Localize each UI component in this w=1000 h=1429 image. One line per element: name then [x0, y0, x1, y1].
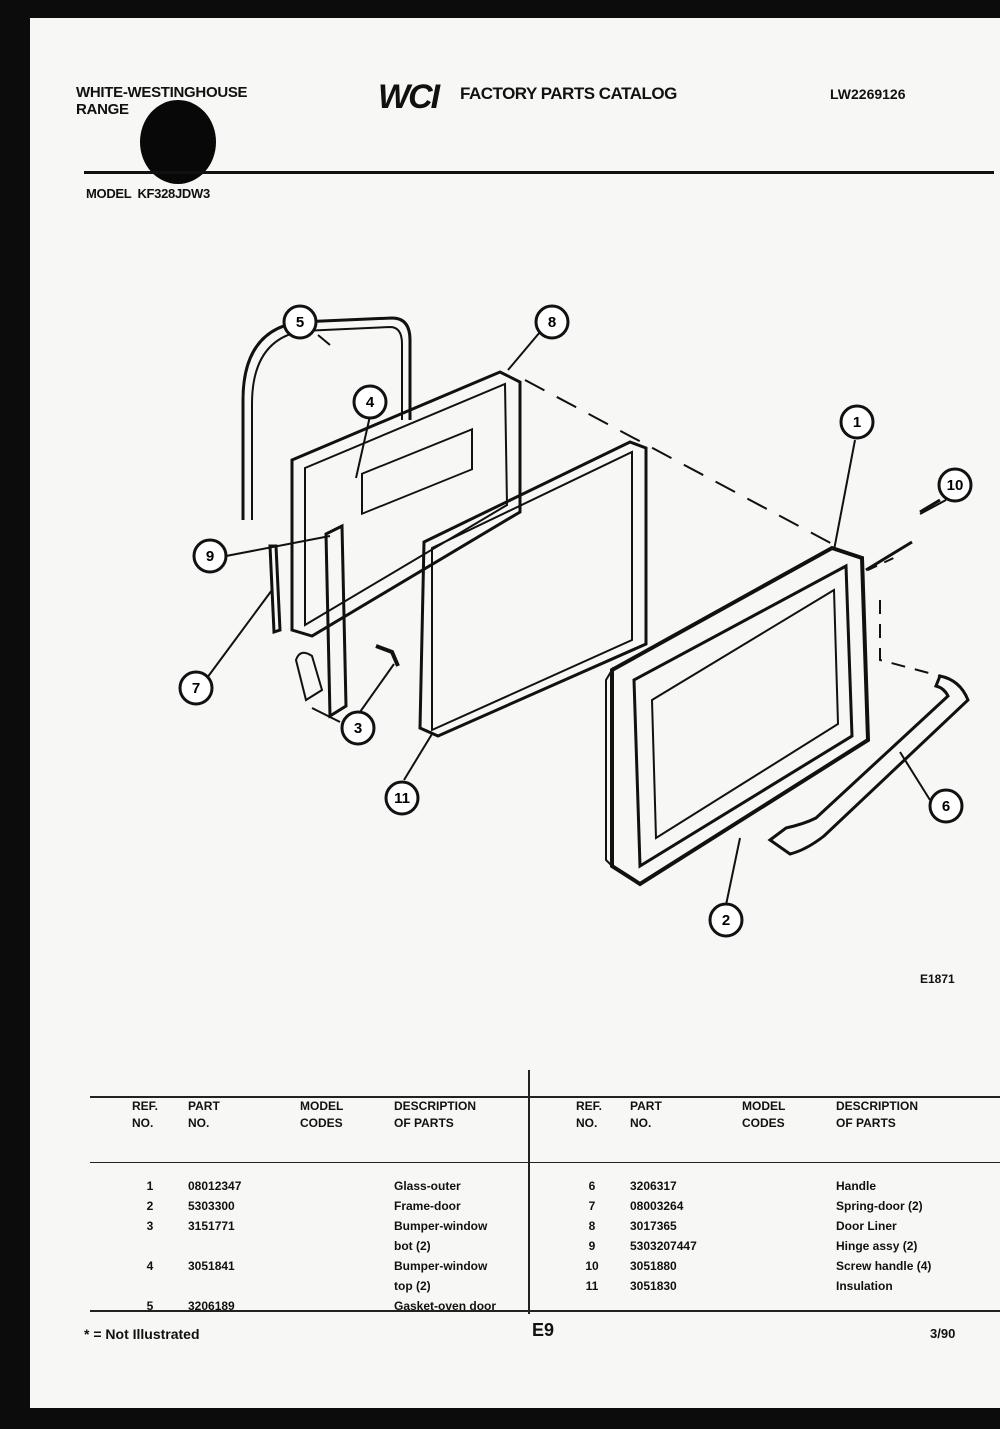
brand-heading: WHITE-WESTINGHOUSE RANGE — [76, 84, 248, 118]
parts-row-ref: 8 — [588, 1219, 596, 1233]
parts-row-part: 08003264 — [630, 1199, 684, 1213]
diagram-id: E1871 — [920, 972, 955, 986]
parts-row-desc: top (2) — [394, 1279, 431, 1293]
callout-8: 8 — [534, 304, 570, 340]
svg-text:11: 11 — [394, 790, 410, 807]
parts-row-desc: Handle — [836, 1179, 877, 1193]
parts-row-ref: 5 — [146, 1299, 154, 1313]
parts-row-ref: 6 — [588, 1179, 596, 1193]
svg-text:4: 4 — [366, 394, 375, 411]
not-illustrated-note: * = Not Illustrated — [84, 1326, 200, 1342]
parts-row-part: 3051841 — [188, 1259, 235, 1273]
parts-row-part: 3206189 — [188, 1299, 235, 1313]
table-top-rule — [90, 1096, 1000, 1098]
parts-row-ref: 1 — [146, 1179, 154, 1193]
handle-part — [767, 674, 970, 856]
door-frame-part — [610, 545, 871, 887]
parts-row-desc: Hinge assy (2) — [836, 1239, 918, 1253]
parts-row-ref: 7 — [588, 1199, 596, 1213]
parts-row-desc: Bumper-window — [394, 1259, 488, 1273]
page-number: E9 — [532, 1320, 555, 1340]
svg-text:5: 5 — [296, 314, 304, 331]
svg-text:10: 10 — [947, 477, 964, 494]
parts-row-part: 08012347 — [188, 1179, 242, 1193]
callout-6: 6 — [928, 788, 964, 824]
brand-line-1: WHITE-WESTINGHOUSE — [76, 84, 248, 101]
parts-row-part: 3017365 — [630, 1219, 677, 1233]
model-line: MODEL KF328JDW3 — [86, 186, 210, 201]
parts-table: REF. NO. PART NO. MODEL CODES DESCRIPTIO… — [90, 1070, 1000, 1314]
table-divider — [528, 1070, 530, 1314]
parts-row-part: 5303300 — [188, 1199, 235, 1213]
parts-row-desc: Insulation — [836, 1279, 893, 1293]
hinge-part — [324, 523, 348, 719]
svg-text:2: 2 — [722, 912, 730, 929]
svg-text:1: 1 — [853, 414, 861, 431]
parts-row-ref: 3 — [146, 1219, 154, 1233]
parts-row-desc: Spring-door (2) — [836, 1199, 923, 1213]
spring-part — [268, 544, 282, 635]
door-liner-part — [290, 370, 522, 638]
parts-row-ref: 10 — [585, 1259, 599, 1273]
svg-text:6: 6 — [942, 798, 950, 815]
header-ref-left: REF. NO. — [132, 1099, 159, 1130]
insulation-part — [418, 440, 648, 738]
parts-row-part: 5303207447 — [630, 1239, 697, 1253]
parts-row-desc: Glass-outer — [394, 1179, 461, 1193]
callout-labels: 5 8 4 1 10 9 7 3 11 6 2 — [178, 304, 973, 938]
header-desc-left: DESCRIPTION OF PARTS — [394, 1099, 477, 1130]
callout-2: 2 — [708, 902, 744, 938]
brand-line-2: RANGE — [76, 101, 129, 118]
exploded-parts-diagram: 5 8 4 1 10 9 7 3 11 6 2 — [178, 304, 973, 938]
callout-3: 3 — [340, 710, 376, 746]
parts-row-desc: Gasket-oven door — [394, 1299, 497, 1313]
parts-row-part: 3051880 — [630, 1259, 677, 1273]
callout-5-top: 5 — [282, 304, 318, 340]
parts-row-part: 3151771 — [188, 1219, 235, 1233]
catalog-code: LW2269126 — [830, 86, 906, 102]
bumper-part — [375, 644, 400, 667]
header-rule — [84, 171, 994, 174]
parts-row-desc: bot (2) — [394, 1239, 431, 1253]
callout-10: 10 — [937, 467, 973, 503]
header-model-left: MODEL CODES — [300, 1099, 344, 1130]
catalog-title: FACTORY PARTS CATALOG — [460, 84, 677, 103]
header-desc-right: DESCRIPTION OF PARTS — [836, 1099, 919, 1130]
parts-row-desc: Frame-door — [394, 1199, 461, 1213]
svg-text:9: 9 — [206, 548, 214, 565]
ink-blot — [140, 100, 216, 184]
parts-row-part: 3206317 — [630, 1179, 677, 1193]
callout-11: 11 — [384, 780, 420, 816]
table-header-rule — [90, 1162, 1000, 1163]
callout-4: 4 — [352, 384, 388, 420]
header-model-right: MODEL CODES — [742, 1099, 786, 1130]
parts-row-ref: 11 — [585, 1279, 599, 1293]
header-ref-right: REF. NO. — [576, 1099, 603, 1130]
screw-part — [865, 498, 941, 572]
parts-row-part: 3051830 — [630, 1279, 677, 1293]
table-bottom-rule — [90, 1310, 1000, 1312]
svg-text:8: 8 — [548, 314, 556, 331]
model-value: KF328JDW3 — [137, 186, 210, 201]
callout-9: 9 — [192, 538, 228, 574]
svg-text:3: 3 — [354, 720, 362, 737]
parts-row-desc: Bumper-window — [394, 1219, 488, 1233]
parts-row-ref: 4 — [146, 1259, 154, 1273]
parts-row-desc: Screw handle (4) — [836, 1259, 932, 1273]
parts-row-ref: 2 — [146, 1199, 154, 1213]
header-part-left: PART NO. — [188, 1099, 220, 1130]
parts-row-ref: 9 — [588, 1239, 596, 1253]
callout-1: 1 — [839, 404, 875, 440]
wci-logo: WCI — [378, 78, 440, 116]
model-label: MODEL — [86, 186, 132, 201]
catalog-date: 3/90 — [930, 1326, 956, 1341]
header-part-right: PART NO. — [630, 1099, 662, 1130]
callout-7: 7 — [178, 670, 214, 706]
parts-row-desc: Door Liner — [836, 1219, 897, 1233]
svg-text:7: 7 — [192, 680, 200, 697]
